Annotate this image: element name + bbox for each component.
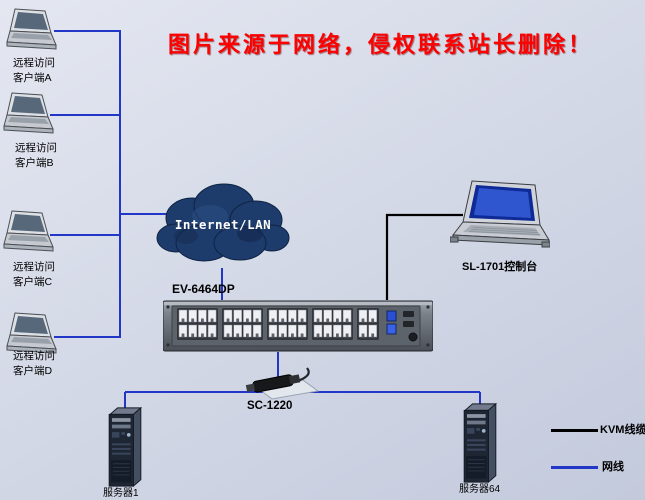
client-a-label-line2: 客户端A — [13, 72, 52, 84]
kvm-switch-icon — [162, 297, 434, 355]
internet-cloud-icon: Internet/LAN — [152, 176, 294, 272]
legend-kvm-label: KVM线缆 — [600, 424, 645, 436]
server-1-icon — [106, 406, 144, 488]
client-d-label: 远程访问 客户端D — [13, 349, 55, 379]
cloud-label: Internet/LAN — [175, 217, 271, 232]
splitter-icon — [240, 364, 320, 400]
client-d-laptop-icon — [6, 312, 58, 358]
client-a-label: 远程访问 客户端A — [13, 56, 55, 86]
client-c-label: 远程访问 客户端C — [13, 260, 55, 290]
client-d-label-line2: 客户端D — [13, 365, 53, 377]
client-b-label-line1: 远程访问 — [15, 142, 57, 154]
server-64-icon — [461, 402, 499, 484]
kvm-lines — [385, 213, 463, 300]
client-c-label-line2: 客户端C — [13, 276, 53, 288]
client-c-label-line1: 远程访问 — [13, 261, 55, 273]
console-label: SL-1701控制台 — [462, 261, 538, 273]
client-b-label: 远程访问 客户端B — [15, 141, 57, 171]
splitter-label: SC-1220 — [247, 400, 293, 412]
disclaimer-text: 图片来源于网络，侵权联系站长删除！ — [168, 32, 594, 57]
server-64-label: 服务器64 — [459, 484, 501, 495]
client-a-laptop-icon — [6, 8, 58, 54]
legend-lan-label: 网线 — [602, 461, 624, 473]
client-b-laptop-icon — [3, 92, 55, 138]
client-c-laptop-icon — [3, 210, 55, 256]
console-icon — [449, 180, 551, 260]
server-1-label: 服务器1 — [103, 488, 139, 499]
legend-lan-line-sample — [551, 466, 598, 469]
legend-kvm-line-sample — [551, 429, 598, 432]
client-a-label-line1: 远程访问 — [13, 57, 55, 69]
kvm-switch-label: EV-6464DP — [172, 282, 235, 296]
client-b-label-line2: 客户端B — [15, 157, 54, 169]
client-d-label-line1: 远程访问 — [13, 350, 55, 362]
